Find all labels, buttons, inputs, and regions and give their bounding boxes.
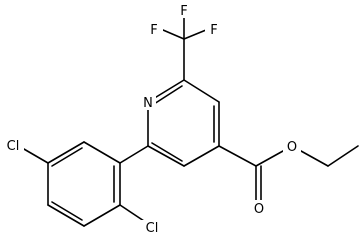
atom-chlorine-5: Cl [7, 139, 20, 154]
atom-nitrogen: N [143, 96, 153, 111]
aryl-link-bond [119, 145, 149, 164]
trifluoromethyl-bonds [162, 17, 207, 81]
atom-fluorine-left: F [150, 23, 157, 38]
atom-chlorine-2: Cl [146, 221, 159, 236]
atom-ester-oxygen: O [287, 140, 297, 155]
atom-fluorine-top: F [180, 4, 187, 19]
dichlorophenyl-ring-bonds [16, 141, 145, 227]
pyridine-ring-bonds [147, 79, 220, 167]
atom-fluorine-right: F [210, 23, 217, 38]
atom-carbonyl-oxygen: O [254, 202, 264, 217]
